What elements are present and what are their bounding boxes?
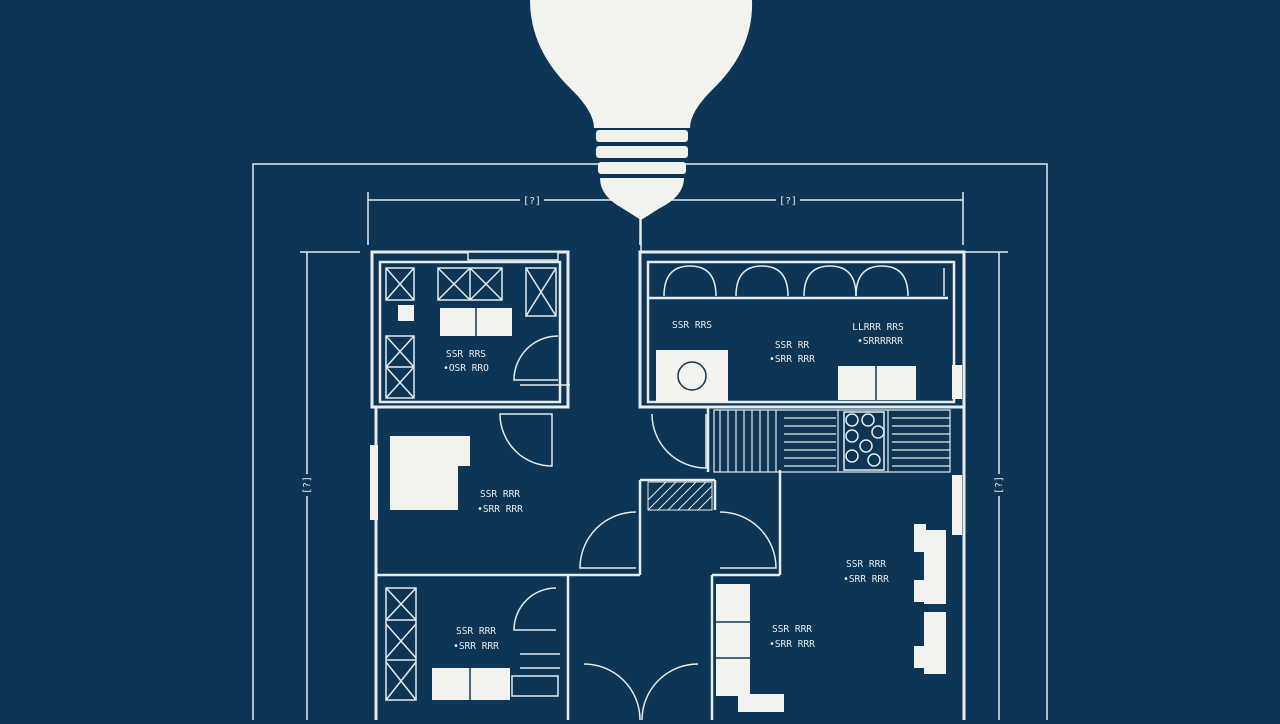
- room-label-bedroom-1: SSR RRR: [480, 489, 520, 500]
- room-label-kitchen-1: SSR RRS: [446, 349, 486, 360]
- kitchen-cabinets: [385, 267, 557, 399]
- tiled-floor: [843, 411, 885, 471]
- washer: [656, 350, 728, 402]
- armchair-arm-2: [914, 580, 926, 602]
- room-label-kitchen-2: •OSR RRO: [443, 363, 489, 374]
- armchair-1: [924, 530, 946, 604]
- room-label-utility-mid-2: •SRR RRR: [769, 354, 815, 365]
- armchair-2: [924, 612, 946, 674]
- bed: [390, 436, 470, 510]
- room-label-bedroom-2: •SRR RRR: [477, 504, 523, 515]
- hatched-panel: [647, 481, 713, 511]
- dimension-label-top-left: [?]: [523, 196, 541, 207]
- arched-shelving: [663, 265, 945, 297]
- door-swings: [499, 335, 777, 721]
- armchair-arm-1: [914, 524, 926, 552]
- vanity-outline: [511, 675, 559, 697]
- dimension-label-top-right: [?]: [779, 196, 797, 207]
- room-label-lounge-2: •SRR RRR: [769, 639, 815, 650]
- armchair-arm-3: [914, 646, 926, 668]
- dryer-cabinet: [838, 366, 916, 400]
- room-label-bath-2: •SRR RRR: [453, 641, 499, 652]
- dimension-label-right: [?]: [994, 476, 1005, 494]
- bath-cabinets: [385, 587, 417, 701]
- windows: [370, 251, 962, 535]
- room-label-living-1: SSR RRR: [846, 559, 886, 570]
- room-label-utility-left: SSR RRS: [672, 320, 712, 331]
- room-label-utility-mid: SSR RR: [775, 340, 810, 351]
- dimension-label-left: [?]: [302, 476, 313, 494]
- kitchen-stove: [398, 305, 414, 321]
- room-label-utility-right-1: LLRRR RRS: [852, 322, 904, 333]
- lightbulb-icon: [530, 0, 753, 252]
- coffee-table: [738, 694, 784, 712]
- room-label-bath-1: SSR RRR: [456, 626, 496, 637]
- sofa: [716, 584, 750, 696]
- room-label-living-2: •SRR RRR: [843, 574, 889, 585]
- stairs: [713, 409, 951, 473]
- interior-walls: [376, 260, 956, 720]
- bathtub: [432, 668, 510, 700]
- room-label-utility-right-2: •SRRRRRR: [857, 336, 903, 347]
- washer-drum: [677, 361, 707, 391]
- room-label-lounge-1: SSR RRR: [772, 624, 812, 635]
